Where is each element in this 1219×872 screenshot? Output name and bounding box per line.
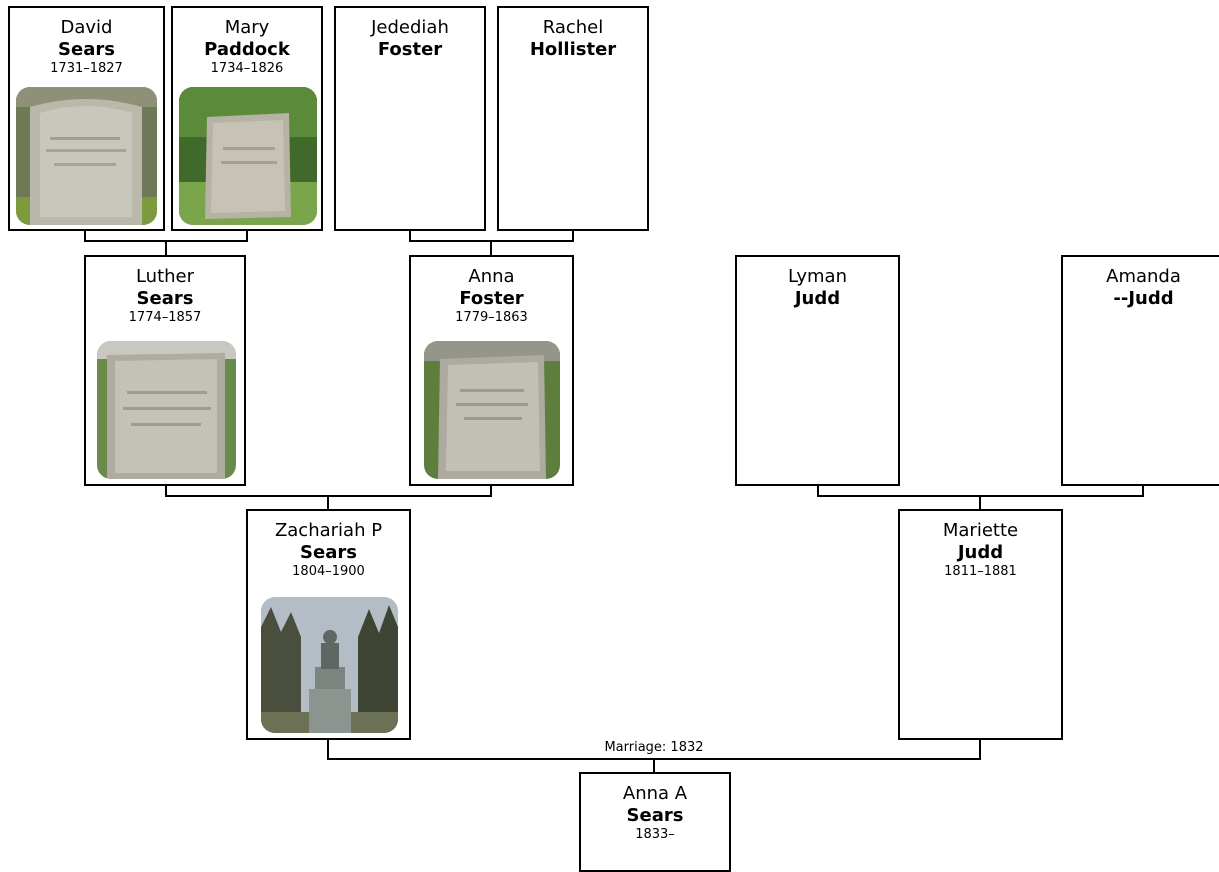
surname: Judd [794,288,841,309]
surname: Sears [300,542,357,563]
gravestone-photo[interactable] [97,341,236,479]
gravestone-photo[interactable] [16,87,157,225]
person-card-rachel-hollister[interactable]: Rachel Hollister [497,6,649,231]
given-name: Lyman [787,266,847,287]
connector-line [409,230,411,242]
connector-line [327,495,329,510]
surname: Paddock [204,39,290,60]
gravestone-photo[interactable] [179,87,317,225]
surname: Sears [626,805,684,826]
monument-photo[interactable] [261,597,398,733]
gravestone-photo[interactable] [424,341,560,479]
connector-line [165,485,167,497]
life-years: 1734–1826 [210,61,284,76]
person-card-amanda-judd[interactable]: Amanda --Judd [1061,255,1219,486]
connector-line [246,230,248,242]
life-years: 1779–1863 [455,310,528,325]
connector-line [490,240,492,256]
connector-line [1142,485,1144,497]
given-name: David [60,17,113,38]
given-name: Mary [224,17,270,38]
connector-line [653,758,655,773]
surname: Hollister [529,39,617,60]
surname: --Judd [1113,288,1174,309]
given-name: Anna [468,266,515,287]
life-years: 1811–1881 [944,564,1017,579]
given-name: Amanda [1106,266,1181,287]
given-name: Rachel [542,17,604,38]
connector-line [979,738,981,760]
connector-line [490,485,492,497]
surname: Foster [377,39,443,60]
person-card-mary-paddock[interactable]: Mary Paddock 1734–1826 [171,6,323,231]
surname: Sears [136,288,194,309]
surname: Foster [459,288,524,309]
surname: Judd [957,542,1004,563]
connector-line [817,485,819,497]
person-card-anna-foster[interactable]: Anna Foster 1779–1863 [409,255,574,486]
given-name: Luther [135,266,195,287]
person-card-anna-a-sears[interactable]: Anna A Sears 1833– [579,772,731,872]
given-name: Jedediah [371,17,449,38]
surname: Sears [58,39,115,60]
connector-line [84,230,86,242]
person-card-jedediah-foster[interactable]: Jedediah Foster [334,6,486,231]
given-name: Zachariah P [274,520,383,541]
life-years: 1833– [635,827,675,842]
given-name: Mariette [942,520,1019,541]
life-years: 1731–1827 [50,61,123,76]
connector-line [572,230,574,242]
marriage-label: Marriage: 1832 [604,740,704,755]
person-card-lyman-judd[interactable]: Lyman Judd [735,255,900,486]
connector-line [165,240,167,256]
life-years: 1774–1857 [128,310,202,325]
given-name: Anna A [622,783,688,804]
connector-line [327,738,329,760]
person-card-luther-sears[interactable]: Luther Sears 1774–1857 [84,255,246,486]
person-card-david-sears[interactable]: David Sears 1731–1827 [8,6,165,231]
connector-line [979,495,981,510]
person-card-zachariah-sears[interactable]: Zachariah P Sears 1804–1900 [246,509,411,740]
life-years: 1804–1900 [292,564,365,579]
person-card-mariette-judd[interactable]: Mariette Judd 1811–1881 [898,509,1063,740]
